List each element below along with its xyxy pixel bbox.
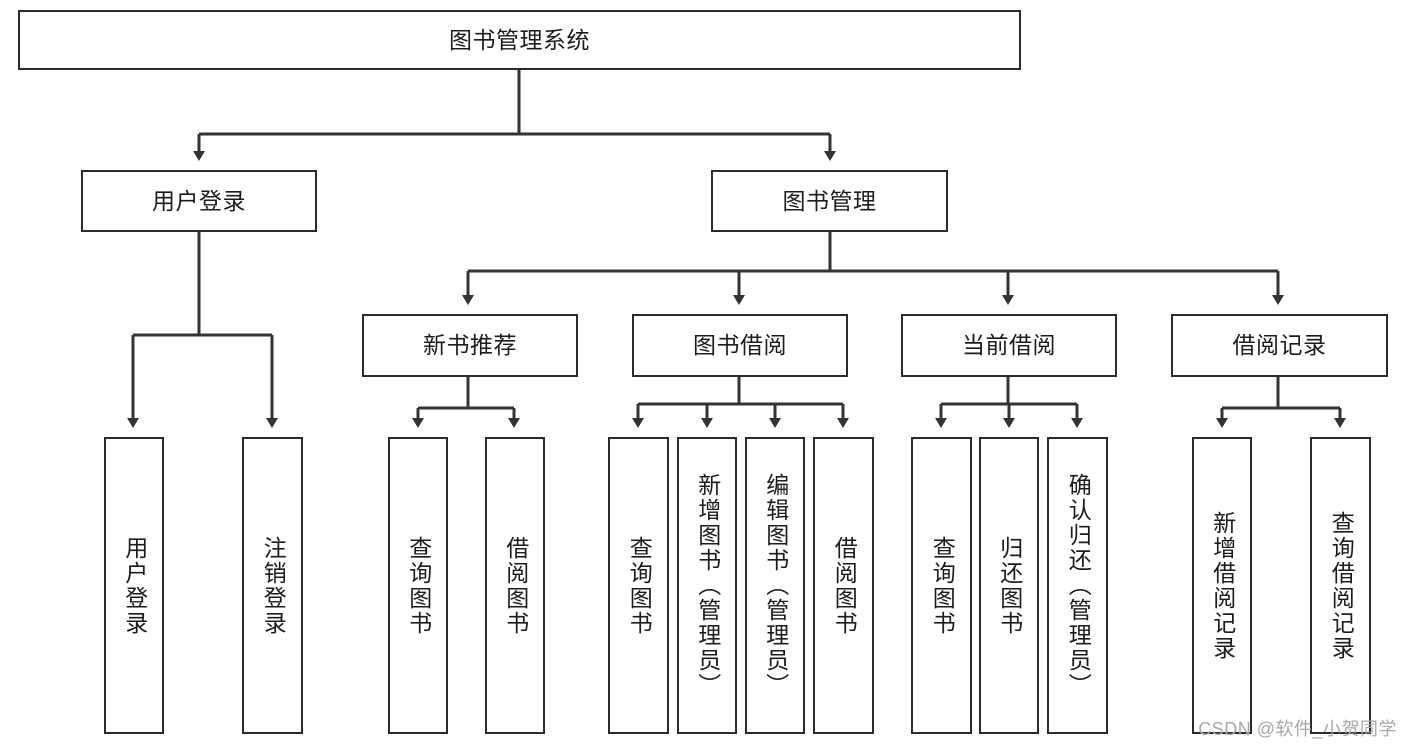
node-label: 当前借阅 <box>962 332 1056 359</box>
node-label: 图书管理 <box>782 187 877 214</box>
node-new-book-recommend[interactable]: 新书推荐 <box>362 314 578 377</box>
node-label: 借阅记录 <box>1232 332 1327 359</box>
node-label: 编辑图书（管理员） <box>762 473 789 698</box>
node-label: 查询图书 <box>626 535 653 636</box>
node-book-management-system[interactable]: 图书管理系统 <box>18 10 1021 70</box>
node-label: 查询图书 <box>405 535 432 636</box>
node-label: 图书借阅 <box>693 332 787 359</box>
leaf-edit-book-admin[interactable]: 编辑图书（管理员） <box>745 437 805 734</box>
node-book-borrow[interactable]: 图书借阅 <box>632 314 848 377</box>
leaf-add-book-admin[interactable]: 新增图书（管理员） <box>677 437 737 734</box>
leaf-borrow-book[interactable]: 借阅图书 <box>813 437 874 734</box>
leaf-add-borrow-record[interactable]: 新增借阅记录 <box>1192 437 1252 734</box>
node-current-borrow[interactable]: 当前借阅 <box>901 314 1117 377</box>
leaf-user-login[interactable]: 用户登录 <box>104 437 164 734</box>
leaf-confirm-return-admin[interactable]: 确认归还（管理员） <box>1047 437 1108 734</box>
leaf-logout[interactable]: 注销登录 <box>242 437 303 734</box>
leaf-query-book-borrow[interactable]: 查询图书 <box>608 437 669 734</box>
node-label: 归还图书 <box>996 535 1023 636</box>
node-label: 借阅图书 <box>831 535 858 636</box>
watermark: CSDN @软件_小贺同学 <box>1198 719 1397 739</box>
leaf-return-book[interactable]: 归还图书 <box>979 437 1039 734</box>
leaf-borrow-book-recommend[interactable]: 借阅图书 <box>485 437 545 734</box>
node-label: 注销登录 <box>260 535 287 636</box>
leaf-query-borrow-record[interactable]: 查询借阅记录 <box>1310 437 1371 734</box>
node-label: 用户登录 <box>121 535 148 636</box>
node-label: 查询借阅记录 <box>1328 510 1355 661</box>
node-book-management[interactable]: 图书管理 <box>711 170 948 232</box>
node-label: 确认归还（管理员） <box>1065 473 1092 698</box>
node-borrow-record[interactable]: 借阅记录 <box>1171 314 1388 377</box>
node-label: 查询图书 <box>929 535 956 636</box>
node-label: 借阅图书 <box>502 535 529 636</box>
node-user-login[interactable]: 用户登录 <box>81 170 317 232</box>
node-label: 新书推荐 <box>423 332 517 359</box>
leaf-query-book-recommend[interactable]: 查询图书 <box>388 437 448 734</box>
node-label: 新增借阅记录 <box>1209 510 1236 661</box>
node-label: 图书管理系统 <box>449 26 590 53</box>
node-label: 新增图书（管理员） <box>694 473 721 698</box>
leaf-query-book-current[interactable]: 查询图书 <box>911 437 972 734</box>
node-label: 用户登录 <box>152 187 246 214</box>
